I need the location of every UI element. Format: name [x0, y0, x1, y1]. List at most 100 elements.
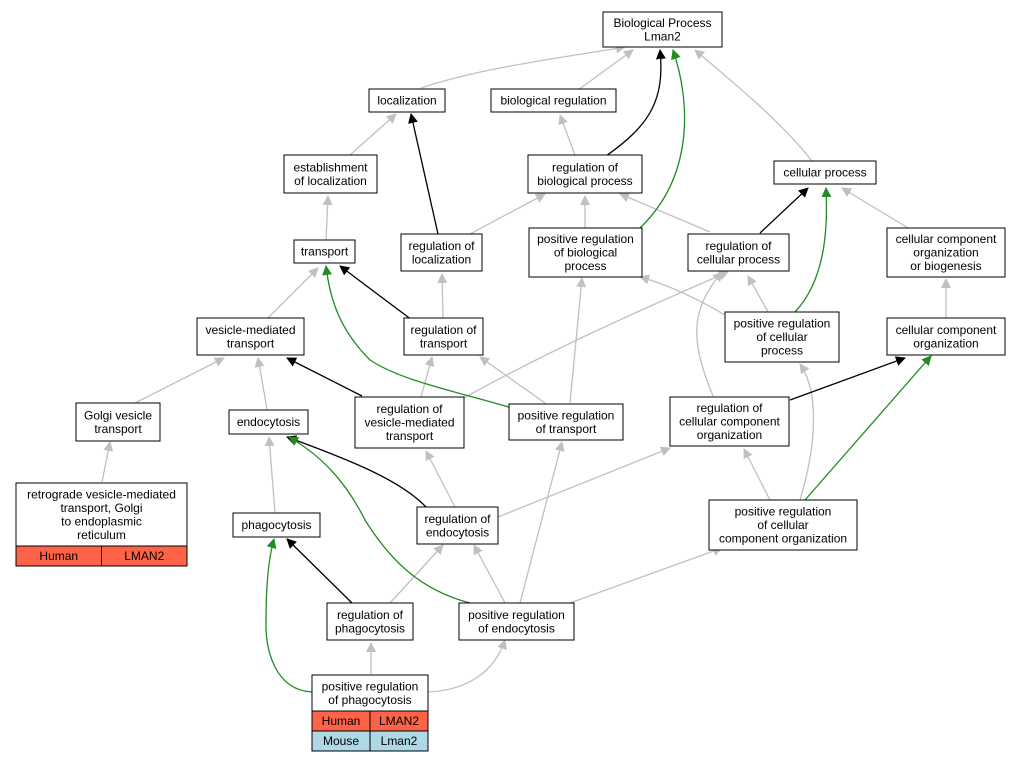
- node-label-line: phagocytosis: [241, 518, 311, 532]
- node-localization[interactable]: localization: [368, 88, 446, 113]
- node-box: [283, 154, 378, 194]
- node-cellular-process[interactable]: cellular process: [773, 160, 877, 185]
- node-label-line: organization: [913, 336, 978, 350]
- edge-posregbio-to-bp-green: [639, 49, 686, 229]
- node-box: [311, 674, 429, 712]
- edge-bioreg-to-bp: [577, 49, 634, 91]
- edge-regendo-to-regcco: [497, 446, 671, 518]
- edge-regendo-to-endo-black: [286, 435, 427, 508]
- edge-regbio-to-bioreg: [558, 114, 576, 156]
- node-box: [416, 506, 499, 545]
- gene-cell: [369, 730, 429, 752]
- gene-label: LMAN2: [379, 714, 419, 728]
- edge-posregcell-to-posregbio: [639, 274, 731, 319]
- node-label-line: organization: [913, 246, 978, 260]
- edge-golgi-to-vestr: [134, 357, 225, 404]
- edge-posregendo-to-endo-green: [288, 436, 471, 604]
- edge-regbio-to-bp-black: [605, 49, 666, 157]
- node-label-line: process: [761, 344, 803, 358]
- node-box: [527, 154, 643, 194]
- species-label: Human: [322, 714, 361, 728]
- node-box: [490, 88, 617, 113]
- edge-regves-to-regcell: [459, 270, 729, 401]
- node-label-line: component organization: [719, 532, 847, 546]
- node-label-line: regulation of: [424, 512, 491, 526]
- edge-regcco-to-cco-black: [789, 356, 906, 401]
- node-box: [15, 482, 188, 547]
- node-box: [232, 512, 321, 538]
- node-label-line: of localization: [294, 174, 367, 188]
- edge-posregphago-to-phago-green: [265, 538, 313, 693]
- node-box: [687, 233, 790, 272]
- node-box: [724, 311, 840, 363]
- gene-cell: [101, 545, 188, 567]
- edge-regves-to-vestr-black: [286, 357, 363, 397]
- edge-regphago-to-phago-black: [286, 538, 353, 604]
- node-biological-regulation[interactable]: biological regulation: [490, 88, 617, 113]
- node-box: [75, 402, 161, 442]
- edge-posregtr-to-posregbio: [569, 277, 587, 404]
- node-label-line: endocytosis: [237, 415, 300, 429]
- node-label-line: positive regulation: [537, 232, 634, 246]
- node-label-line: regulation of: [337, 608, 404, 622]
- edge-posregendo-to-posregtr: [519, 441, 565, 604]
- node-label-line: localization: [412, 252, 471, 266]
- node-label-line: of endocytosis: [478, 621, 555, 635]
- edge-regloc-to-localization-black: [408, 113, 439, 235]
- edge-ccob-to-cellproc: [841, 187, 909, 229]
- node-label-line: process: [564, 259, 606, 273]
- node-label-line: Lman2: [644, 29, 681, 43]
- node-label-line: cellular process: [697, 252, 780, 266]
- node-label-line: transport: [301, 245, 349, 259]
- edge-localization-to-bp: [420, 43, 626, 89]
- edge-regphago-to-regendo: [389, 544, 444, 604]
- node-label-line: of cellular: [756, 330, 807, 344]
- edge-transport-to-estloc: [322, 195, 333, 241]
- node-label-line: biological regulation: [500, 94, 606, 108]
- edge-posregtr-to-transport-green: [322, 265, 513, 409]
- node-label-line: vesicle-mediated: [205, 323, 295, 337]
- node-label-line: retrograde vesicle-mediated: [27, 487, 176, 501]
- node-box: [403, 317, 484, 356]
- node-label-line: to endoplasmic: [61, 514, 142, 528]
- node-label-line: regulation of: [410, 323, 477, 337]
- edge-posregcell-to-regcell: [747, 275, 769, 313]
- node-label-line: regulation of: [705, 239, 772, 253]
- node-phagocytosis[interactable]: phagocytosis: [232, 512, 321, 538]
- node-label-line: regulation of: [408, 239, 475, 253]
- node-transport[interactable]: transport: [293, 239, 356, 264]
- species-label: Human: [39, 549, 78, 563]
- node-box: [886, 227, 1006, 278]
- node-endocytosis[interactable]: endocytosis: [228, 409, 309, 435]
- edge-regendo-to-regves: [425, 450, 456, 508]
- edge-estloc-to-localization: [349, 113, 397, 156]
- node-label-line: phagocytosis: [335, 621, 405, 635]
- node-box: [602, 11, 723, 48]
- node-label-line: Biological Process: [613, 16, 711, 30]
- edge-regtr-to-transport-black: [339, 265, 413, 321]
- edge-posregtr-to-regtr: [479, 356, 546, 404]
